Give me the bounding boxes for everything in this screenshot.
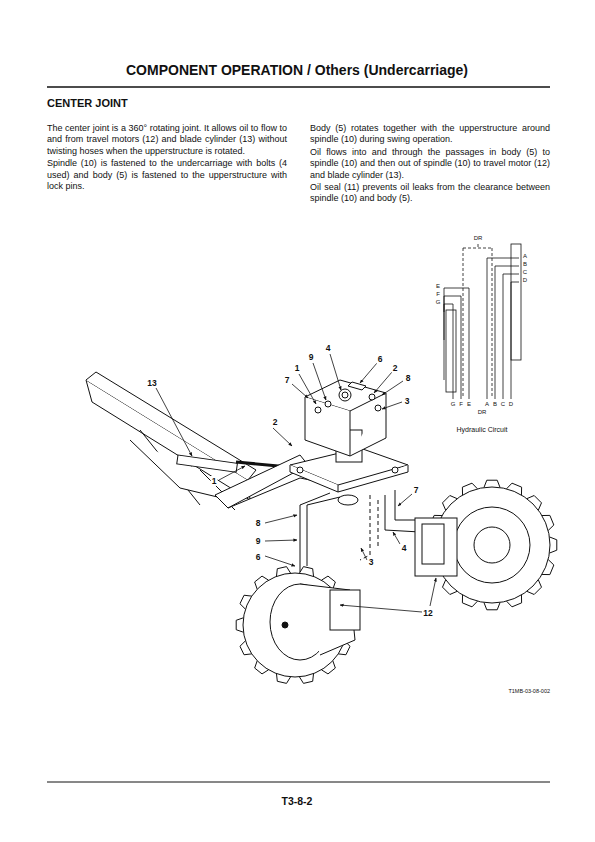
callout-number: 12 — [422, 608, 433, 618]
callout-number: 9 — [255, 536, 262, 546]
callout-number: 13 — [146, 378, 157, 388]
callout-number: 8 — [255, 518, 262, 528]
leader-line — [156, 354, 436, 612]
port-label: E — [467, 401, 471, 408]
port-label: G — [436, 299, 441, 306]
center-joint — [290, 380, 408, 505]
body-paragraph: Oil seal (11) prevents oil leaks from th… — [310, 182, 550, 205]
sprocket-tooth — [484, 602, 500, 609]
rule — [47, 86, 550, 88]
figure-label: Hydraulic Circuit — [457, 426, 508, 434]
sprocket-tooth — [484, 480, 500, 487]
callout-number: 3 — [368, 557, 375, 567]
port-label: G — [451, 401, 456, 408]
sprocket — [236, 480, 557, 683]
text-column: The center joint is a 360° rotating join… — [47, 123, 287, 193]
figure-code: T1MB-03-08-002 — [508, 688, 550, 695]
callout-number: 6 — [255, 552, 262, 562]
page-title: COMPONENT OPERATION / Others (Undercarri… — [126, 62, 468, 79]
callout-number: 6 — [377, 354, 384, 364]
port-label: F — [436, 291, 440, 298]
port-label: C — [501, 401, 505, 408]
sprocket-tooth — [236, 618, 243, 633]
callout-number: 3 — [404, 396, 411, 406]
blade — [86, 372, 335, 510]
port-label: B — [493, 401, 497, 408]
port-label: E — [436, 283, 440, 290]
hose — [300, 490, 425, 572]
callout-number: 7 — [413, 485, 420, 495]
callout-number: 9 — [308, 352, 315, 362]
sprocket-tooth — [549, 537, 556, 553]
text-column: Body (5) rotates together with the upper… — [310, 123, 550, 206]
callout-number: 2 — [272, 417, 279, 427]
port-label: F — [459, 401, 463, 408]
port-label: A — [485, 401, 489, 408]
callout-number: 7 — [284, 375, 291, 385]
port-label: D — [523, 277, 527, 284]
port-label: B — [523, 261, 527, 268]
body-paragraph: Oil flows into and through the passages … — [310, 147, 550, 181]
callout-number: 8 — [405, 373, 412, 383]
body-paragraph: The center joint is a 360° rotating join… — [47, 123, 287, 157]
section-heading: CENTER JOINT — [47, 97, 128, 110]
port-label: C — [523, 269, 527, 276]
port-label: DR — [478, 409, 487, 416]
page-number: T3-8-2 — [282, 795, 313, 808]
callout-number: 4 — [401, 543, 408, 553]
port-label: D — [509, 401, 513, 408]
rule — [47, 782, 550, 783]
hydraulic-circuit — [444, 244, 521, 399]
body-paragraph: Spindle (10) is fastened to the undercar… — [47, 158, 287, 192]
callout-number: 1 — [211, 476, 218, 486]
body-paragraph: Body (5) rotates together with the upper… — [310, 123, 550, 146]
callout-number: 2 — [392, 363, 399, 373]
callout-number: 1 — [294, 363, 301, 373]
port-label: A — [523, 253, 527, 260]
callout-number: 4 — [325, 343, 332, 353]
port-label: DR — [474, 235, 483, 242]
